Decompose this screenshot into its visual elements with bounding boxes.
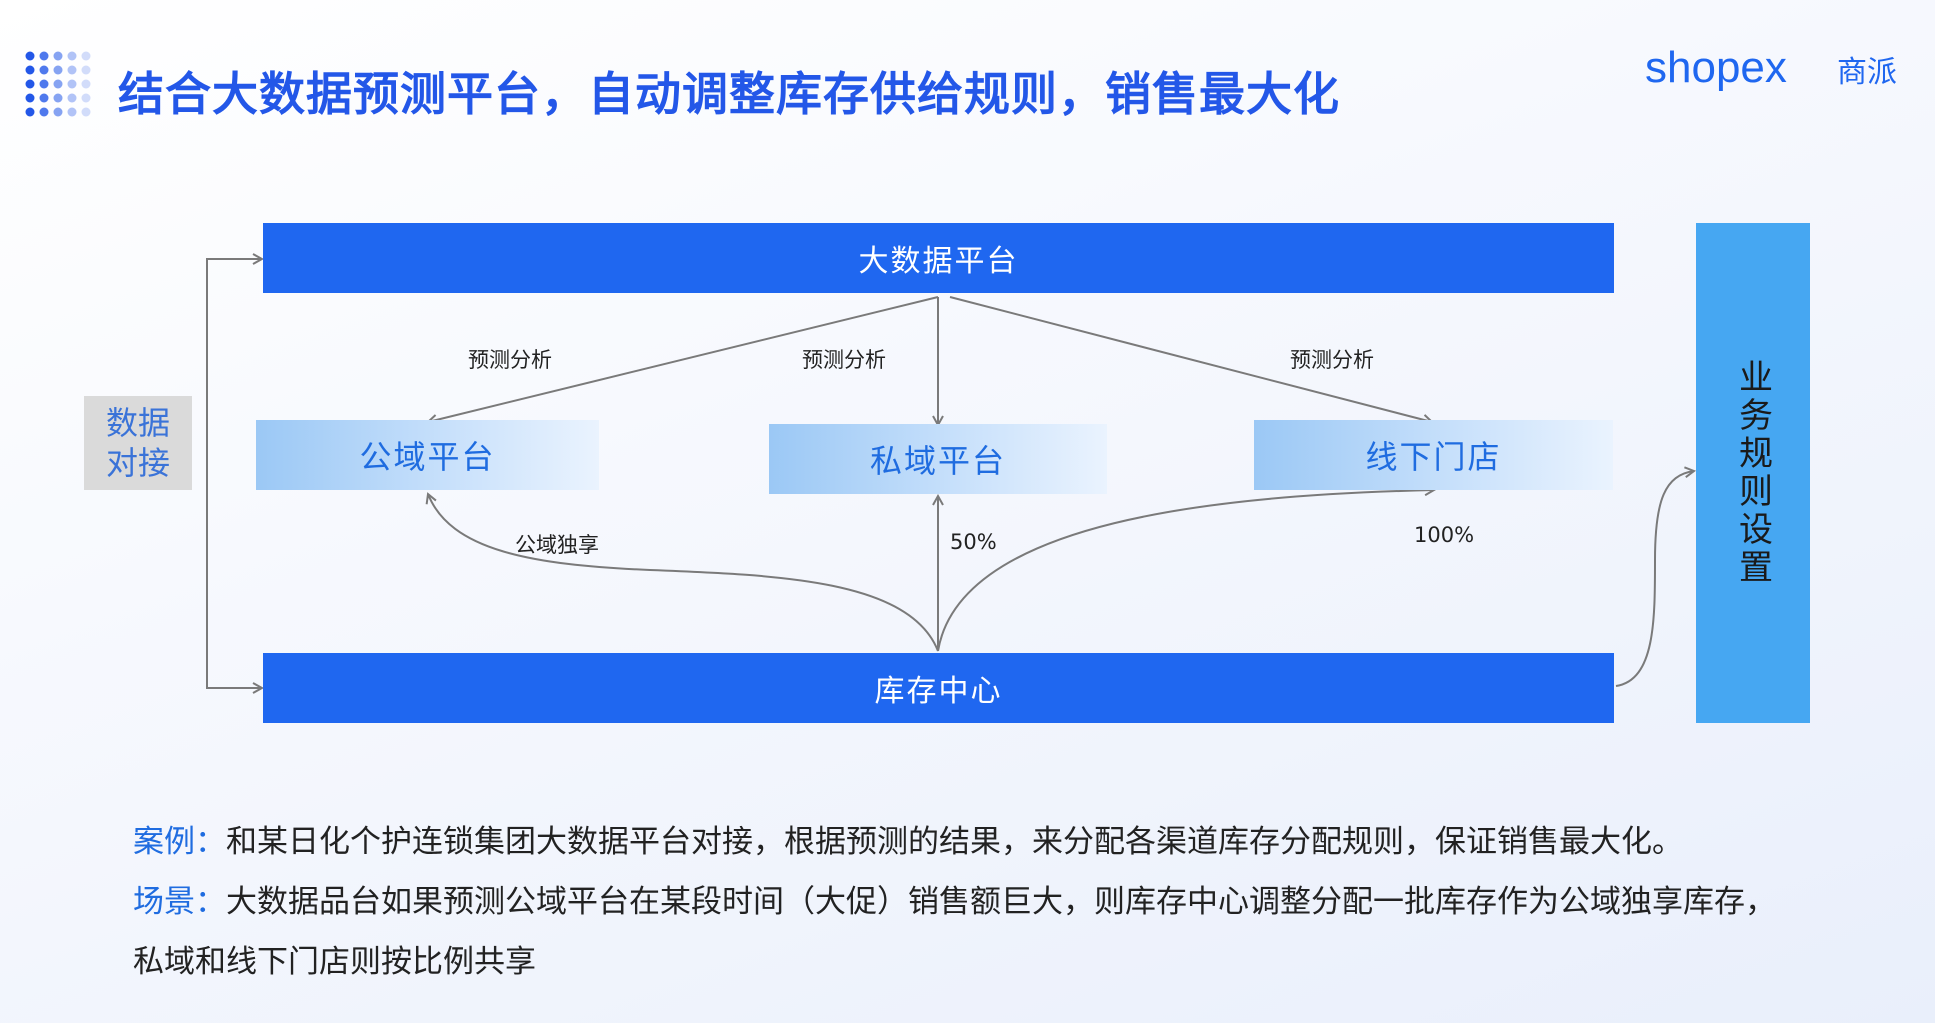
connector-integration-bottom: [206, 443, 262, 688]
scene-body-continued: 私域和线下门店则按比例共享: [133, 944, 536, 980]
case-body: 和某日化个护连锁集团大数据平台对接，根据预测的结果，来分配各渠道库存分配规则，保…: [226, 824, 1683, 860]
connector-forecast-offline: [949, 296, 1432, 422]
inventory-center-bar: 库存中心: [263, 653, 1614, 723]
offline-store-box: 线下门店: [1254, 420, 1613, 490]
data-integration-box: 数据 对接: [84, 396, 192, 490]
data-integration-line-1: 数据: [105, 404, 170, 442]
forecast-label-private: 预测分析: [802, 348, 886, 372]
scene-body: 大数据品台如果预测公域平台在某段时间（大促）销售额巨大，则库存中心调整分配一批库…: [226, 884, 1776, 920]
business-rule-settings-box: 业务规则设置: [1696, 223, 1810, 723]
scene-line-continued: 私域和线下门店则按比例共享: [133, 942, 536, 982]
public-domain-platform-box: 公域平台: [256, 420, 599, 490]
private-share-label: 50%: [950, 530, 997, 554]
logo-brand-cn: 商派: [1837, 55, 1897, 90]
private-domain-platform-box: 私域平台: [769, 424, 1107, 494]
dot-grid-decoration: [25, 51, 91, 117]
connector-share-offline: [937, 490, 1434, 652]
shopex-logo: shopex 商派: [1645, 43, 1897, 92]
connector-forecast-public: [428, 296, 939, 422]
offline-share-label: 100%: [1414, 523, 1475, 547]
connector-rule-settings: [1615, 471, 1694, 687]
logo-brand-text: shopex: [1645, 43, 1787, 92]
connector-integration-top: [206, 259, 262, 443]
connector-exclusive-public: [428, 494, 939, 652]
big-data-platform-bar: 大数据平台: [263, 223, 1614, 293]
case-tag: 案例：: [133, 824, 226, 860]
page-title: 结合大数据预测平台，自动调整库存供给规则，销售最大化: [118, 67, 1340, 121]
forecast-label-public: 预测分析: [468, 348, 552, 372]
exclusive-label: 公域独享: [515, 533, 599, 557]
scene-tag: 场景：: [133, 884, 226, 920]
scene-line: 场景：大数据品台如果预测公域平台在某段时间（大促）销售额巨大，则库存中心调整分配…: [133, 882, 1776, 922]
forecast-label-offline: 预测分析: [1290, 348, 1374, 372]
data-integration-line-2: 对接: [105, 444, 170, 482]
case-line: 案例：和某日化个护连锁集团大数据平台对接，根据预测的结果，来分配各渠道库存分配规…: [133, 822, 1683, 862]
